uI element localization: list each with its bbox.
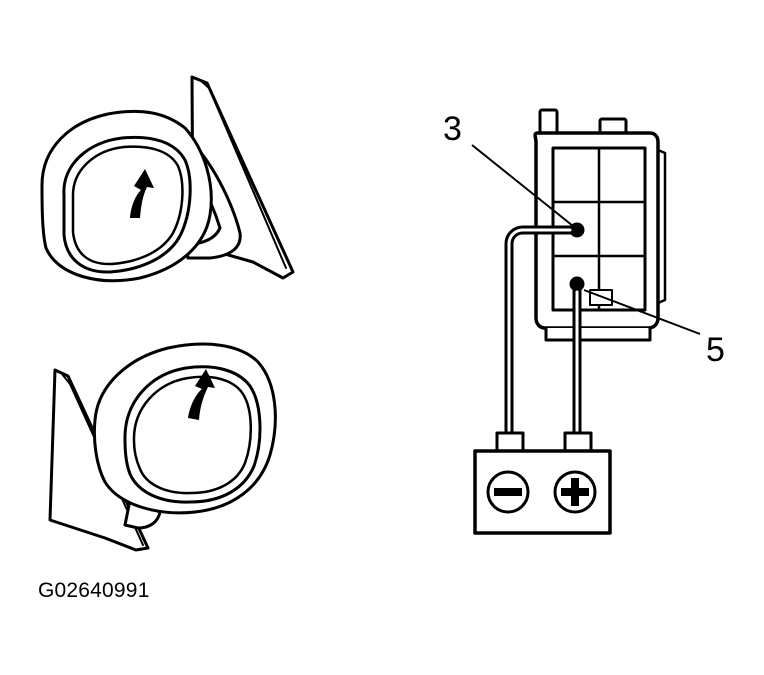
jumper-wires [504, 225, 582, 439]
battery [473, 431, 612, 535]
connector-bottom-lip [544, 328, 652, 342]
upper-mirror-glass [71, 145, 184, 266]
lower-mirror-glass [132, 375, 253, 495]
upper-mirror [40, 75, 295, 283]
mirror-connector [533, 108, 667, 342]
upper-mirror-mount-edge [199, 79, 287, 269]
connector-ridge-right [657, 148, 667, 305]
lower-mirror [48, 342, 277, 552]
leader-lines [471, 144, 701, 335]
callout-terminal-5: 5 [706, 331, 725, 369]
battery-negative-bar [494, 488, 522, 496]
figure-code: G02640991 [38, 579, 150, 602]
upper-mirror-arrow-icon [130, 169, 154, 218]
leader-5 [583, 289, 701, 335]
wire-negative-core [507, 228, 572, 434]
callout-terminal-3: 3 [443, 110, 462, 148]
lower-mirror-arrow-icon [188, 369, 215, 420]
battery-positive-bar-v [571, 478, 579, 506]
leader-3 [471, 144, 574, 227]
